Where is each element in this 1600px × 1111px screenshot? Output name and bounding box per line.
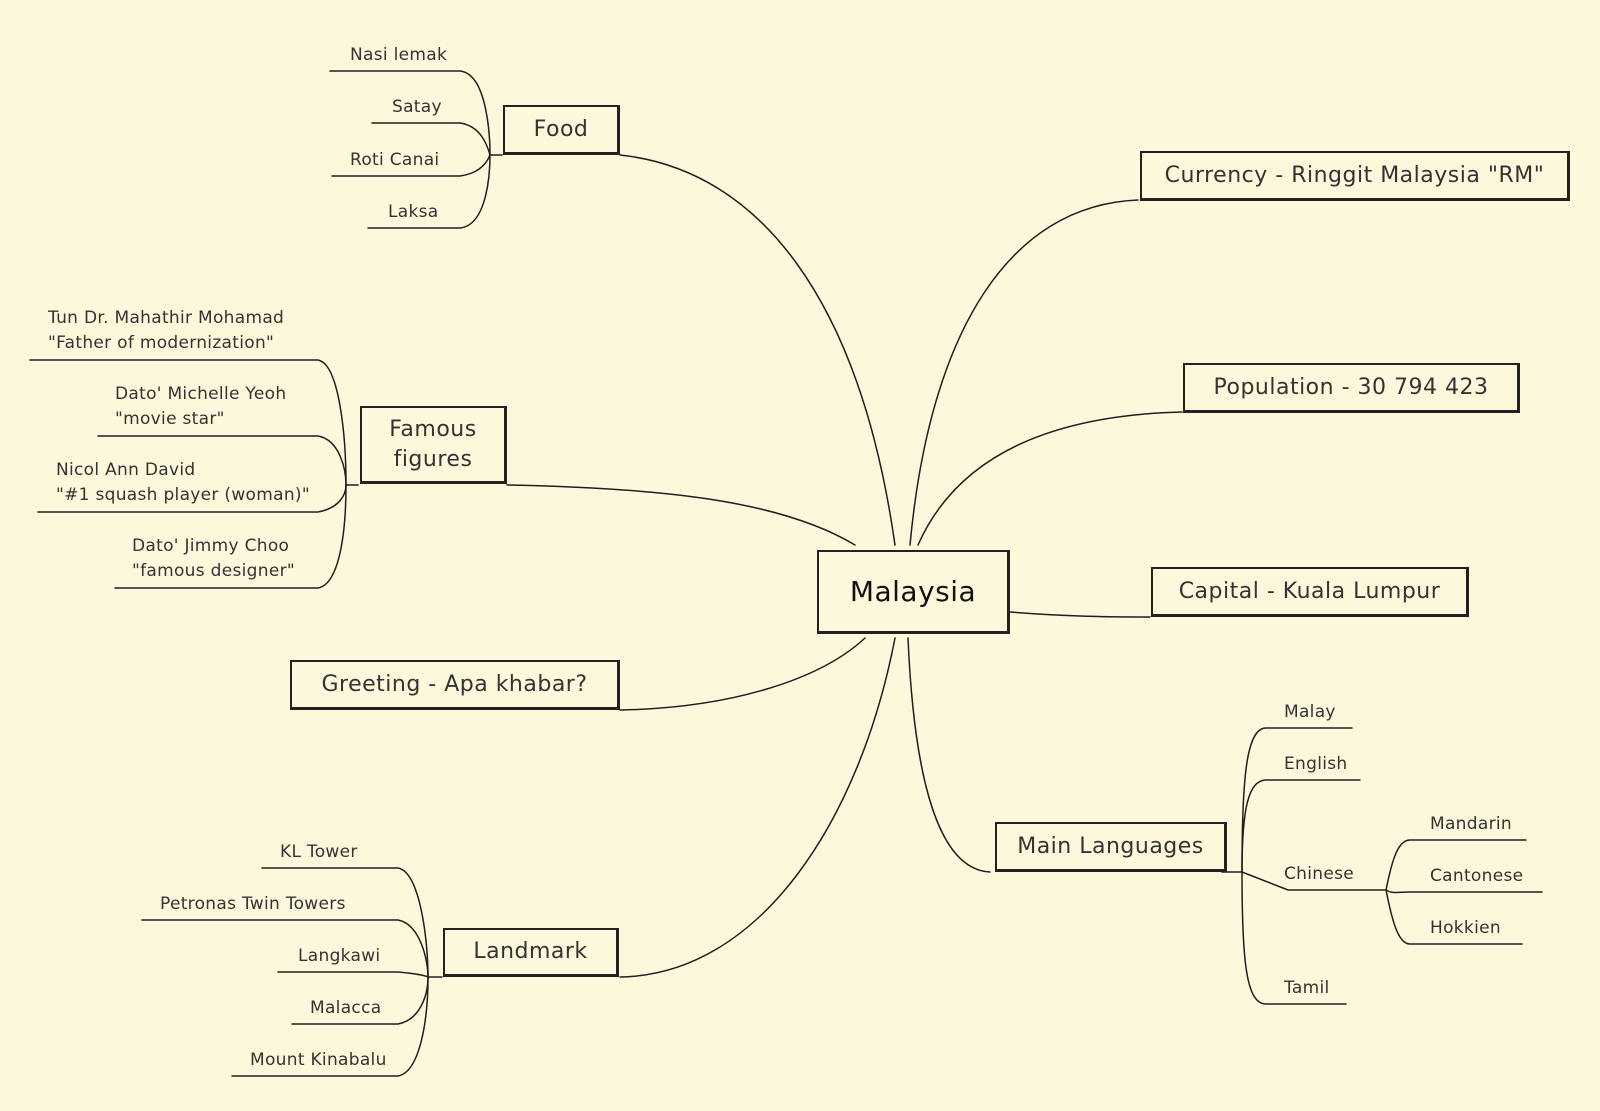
topic-landmark[interactable]: Landmark <box>443 928 619 977</box>
food-item-laksa[interactable]: Laksa <box>388 202 439 222</box>
famous-person-mahathir[interactable]: Tun Dr. Mahathir Mohamad "Father of mode… <box>48 306 284 355</box>
topic-food[interactable]: Food <box>503 105 620 155</box>
food-item-nasi-lemak[interactable]: Nasi lemak <box>350 45 448 65</box>
topic-capital[interactable]: Capital - Kuala Lumpur <box>1151 567 1469 617</box>
topic-currency[interactable]: Currency - Ringgit Malaysia "RM" <box>1140 151 1570 201</box>
language-item-english[interactable]: English <box>1284 754 1348 774</box>
person-note: "Father of modernization" <box>48 332 275 353</box>
person-note: "famous designer" <box>132 560 295 581</box>
landmark-item-kl-tower[interactable]: KL Tower <box>280 842 358 862</box>
famous-person-jimmy-choo[interactable]: Dato' Jimmy Choo "famous designer" <box>132 534 295 583</box>
topic-greeting[interactable]: Greeting - Apa khabar? <box>290 660 620 710</box>
person-name: Tun Dr. Mahathir Mohamad <box>48 308 285 328</box>
language-item-malay[interactable]: Malay <box>1284 702 1336 722</box>
person-name: Dato' Jimmy Choo <box>132 536 290 556</box>
topic-famous-figures[interactable]: Famous figures <box>360 406 507 484</box>
language-item-tamil[interactable]: Tamil <box>1284 978 1330 998</box>
landmark-item-malacca[interactable]: Malacca <box>310 998 382 1018</box>
person-name: Nicol Ann David <box>56 460 196 480</box>
chinese-item-hokkien[interactable]: Hokkien <box>1430 918 1501 938</box>
landmark-item-mount-kinabalu[interactable]: Mount Kinabalu <box>250 1050 387 1070</box>
famous-person-michelle-yeoh[interactable]: Dato' Michelle Yeoh "movie star" <box>115 382 286 431</box>
food-item-roti-canai[interactable]: Roti Canai <box>350 150 440 170</box>
language-item-chinese[interactable]: Chinese <box>1284 864 1355 884</box>
food-item-satay[interactable]: Satay <box>392 97 442 117</box>
topic-main-languages[interactable]: Main Languages <box>995 822 1227 872</box>
chinese-item-mandarin[interactable]: Mandarin <box>1430 814 1512 834</box>
central-topic-malaysia[interactable]: Malaysia <box>817 550 1010 634</box>
topic-population[interactable]: Population - 30 794 423 <box>1183 363 1520 413</box>
chinese-item-cantonese[interactable]: Cantonese <box>1430 866 1524 886</box>
person-note: "movie star" <box>115 408 225 429</box>
landmark-item-petronas[interactable]: Petronas Twin Towers <box>160 894 346 914</box>
landmark-item-langkawi[interactable]: Langkawi <box>298 946 381 966</box>
person-note: "#1 squash player (woman)" <box>56 484 310 505</box>
person-name: Dato' Michelle Yeoh <box>115 384 287 404</box>
famous-person-nicol-david[interactable]: Nicol Ann David "#1 squash player (woman… <box>56 458 310 507</box>
